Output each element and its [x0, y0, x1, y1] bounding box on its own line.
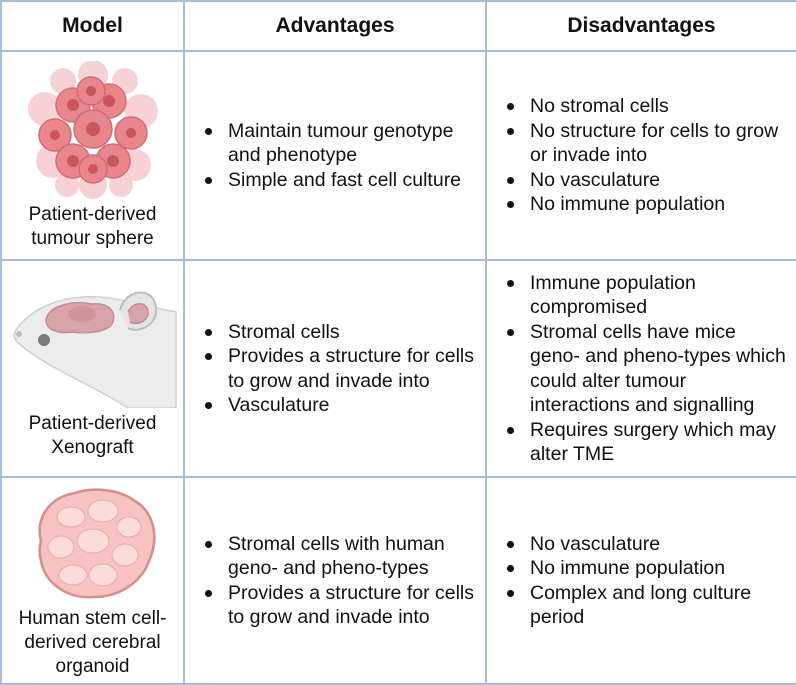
- model-name: Patient-derived tumour sphere: [28, 203, 157, 249]
- list-item: Provides a structure for cells to grow a…: [205, 344, 477, 393]
- list-item: No structure for cells to grow or invade…: [507, 119, 788, 168]
- disadvantages-list: Immune population compromised Stromal ce…: [487, 271, 796, 467]
- advantages-cell: Stromal cells Provides a structure for c…: [183, 259, 487, 478]
- table-row: Patient-derived tumour sphere Maintain t…: [0, 50, 796, 261]
- advantages-list: Stromal cells Provides a structure for c…: [185, 320, 485, 418]
- list-item: Stromal cells: [205, 320, 477, 345]
- header-model: Model: [0, 0, 185, 52]
- disadvantages-cell: Immune population compromised Stromal ce…: [485, 259, 796, 478]
- list-item: No vasculature: [507, 532, 788, 557]
- list-item: Stromal cells have mice geno- and pheno-…: [507, 320, 788, 418]
- list-item: Complex and long culture period: [507, 581, 788, 630]
- list-item: No stromal cells: [507, 94, 788, 119]
- header-row: Model Advantages Disadvantages: [0, 0, 796, 52]
- cerebral-organoid-icon: [37, 487, 156, 598]
- model-cell: Patient-derived tumour sphere: [0, 50, 185, 261]
- disadvantages-list: No stromal cells No structure for cells …: [487, 94, 796, 217]
- list-item: Stromal cells with human geno- and pheno…: [205, 532, 477, 581]
- header-disadvantages: Disadvantages: [485, 0, 796, 52]
- advantages-list: Maintain tumour genotype and phenotype S…: [185, 119, 485, 193]
- list-item: Immune population compromised: [507, 271, 788, 320]
- table-row: Patient-derived Xenograft Stromal cells …: [0, 259, 796, 478]
- advantages-cell: Maintain tumour genotype and phenotype S…: [183, 50, 487, 261]
- advantages-list: Stromal cells with human geno- and pheno…: [185, 532, 485, 630]
- list-item: Requires surgery which may alter TME: [507, 418, 788, 467]
- list-item: No immune population: [507, 556, 788, 581]
- table-row: Human stem cell- derived cerebral organo…: [0, 476, 796, 685]
- model-cell: Human stem cell- derived cerebral organo…: [0, 476, 185, 685]
- model-name: Human stem cell- derived cerebral organo…: [18, 607, 167, 677]
- list-item: No vasculature: [507, 168, 788, 193]
- model-name: Patient-derived Xenograft: [28, 412, 157, 458]
- disadvantages-cell: No vasculature No immune population Comp…: [485, 476, 796, 685]
- disadvantages-cell: No stromal cells No structure for cells …: [485, 50, 796, 261]
- list-item: No immune population: [507, 192, 788, 217]
- model-cell: Patient-derived Xenograft: [0, 259, 185, 478]
- list-item: Simple and fast cell culture: [205, 168, 477, 193]
- tumour-sphere-icon: [27, 60, 158, 199]
- header-advantages: Advantages: [183, 0, 487, 52]
- list-item: Provides a structure for cells to grow a…: [205, 581, 477, 630]
- disadvantages-list: No vasculature No immune population Comp…: [487, 532, 796, 630]
- list-item: Vasculature: [205, 393, 477, 418]
- list-item: Maintain tumour genotype and phenotype: [205, 119, 477, 168]
- mouse-xenograft-icon: [12, 291, 177, 408]
- advantages-cell: Stromal cells with human geno- and pheno…: [183, 476, 487, 685]
